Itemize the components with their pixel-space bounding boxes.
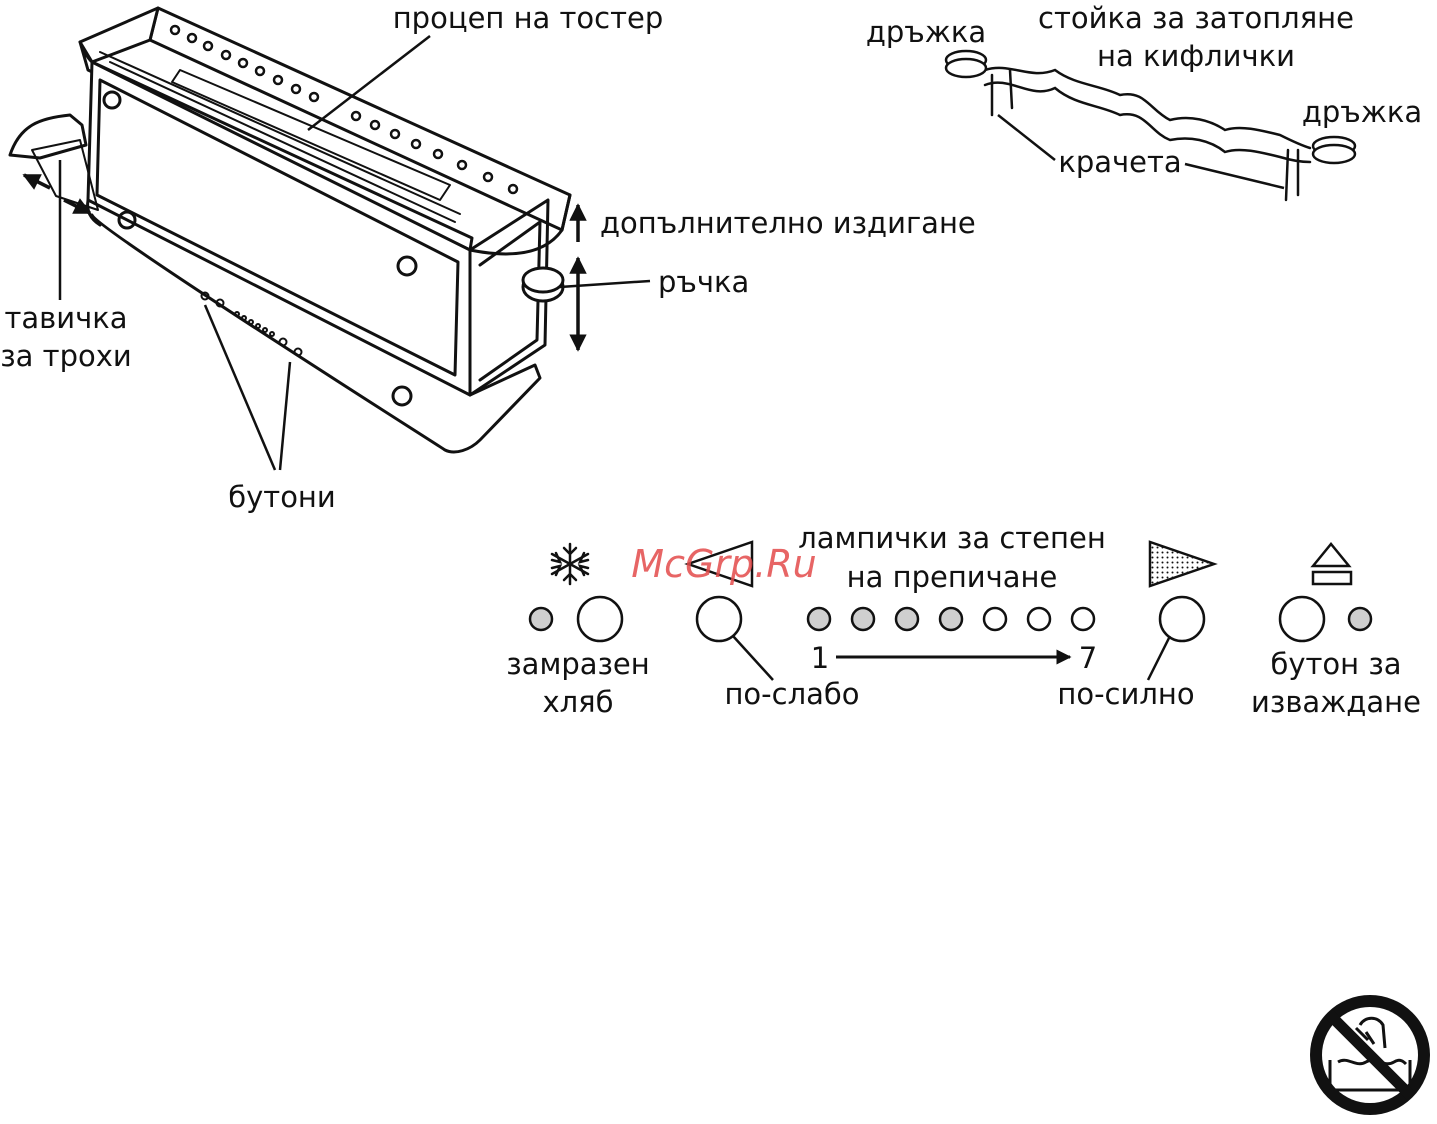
lighter-leader bbox=[733, 636, 773, 680]
label-frozen-line2: хляб bbox=[542, 685, 613, 719]
eject-icon bbox=[1313, 544, 1351, 584]
darker-leader bbox=[1148, 636, 1170, 680]
scale-min-label: 1 bbox=[811, 641, 829, 675]
eject-indicator-lamp bbox=[1349, 608, 1371, 630]
lighter-button[interactable] bbox=[697, 597, 741, 641]
browning-lamp-6 bbox=[1028, 608, 1050, 630]
label-buttons: бутони bbox=[228, 480, 336, 514]
label-lever: ръчка bbox=[658, 265, 749, 299]
label-eject-line2: изваждане bbox=[1251, 685, 1421, 719]
lever-leader bbox=[560, 281, 650, 287]
label-frozen-line1: замразен bbox=[506, 647, 649, 681]
label-rack-line2: на кифлички bbox=[1097, 39, 1295, 73]
darker-button[interactable] bbox=[1160, 597, 1204, 641]
watermark: McGrp.Ru bbox=[631, 542, 816, 586]
browning-lamp-7 bbox=[1072, 608, 1094, 630]
feet-leader-2 bbox=[1185, 164, 1284, 188]
browning-lamp-2 bbox=[852, 608, 874, 630]
feet-leader-1 bbox=[998, 115, 1055, 160]
eject-button[interactable] bbox=[1280, 597, 1324, 641]
label-feet: крачета bbox=[1058, 145, 1181, 179]
snowflake-icon bbox=[552, 544, 588, 584]
label-crumb-tray-line2: за трохи bbox=[0, 339, 131, 373]
browning-lamp-3 bbox=[896, 608, 918, 630]
buttons-leader-2 bbox=[280, 362, 290, 470]
browning-lamp-5 bbox=[984, 608, 1006, 630]
toaster-illustration bbox=[10, 8, 570, 452]
label-rack-line1: стойка за затопляне bbox=[1038, 1, 1354, 35]
label-grip-left: дръжка bbox=[866, 15, 986, 49]
label-crumb-tray-line1: тавичка bbox=[4, 301, 127, 335]
label-extra-lift: допълнително издигане bbox=[600, 206, 976, 240]
scale-max-label: 7 bbox=[1079, 641, 1097, 675]
label-lamps-line2: на препичане bbox=[847, 560, 1058, 594]
darker-triangle-icon bbox=[1150, 542, 1214, 586]
label-lighter: по-слабо bbox=[724, 677, 859, 711]
frozen-indicator-lamp bbox=[530, 608, 552, 630]
no-immersion-icon bbox=[1310, 995, 1430, 1115]
buttons-leader-1 bbox=[205, 305, 275, 470]
label-darker: по-силно bbox=[1057, 677, 1194, 711]
lever-knob bbox=[523, 268, 563, 301]
label-grip-right: дръжка bbox=[1302, 95, 1422, 129]
label-eject-line1: бутон за bbox=[1270, 647, 1401, 681]
label-toaster-slot: процеп на тостер bbox=[393, 1, 664, 35]
frozen-bread-button[interactable] bbox=[578, 597, 622, 641]
browning-lamp-4 bbox=[940, 608, 962, 630]
label-lamps-line1: лампички за степен bbox=[798, 521, 1106, 555]
browning-lamps bbox=[808, 608, 1094, 630]
browning-lamp-1 bbox=[808, 608, 830, 630]
